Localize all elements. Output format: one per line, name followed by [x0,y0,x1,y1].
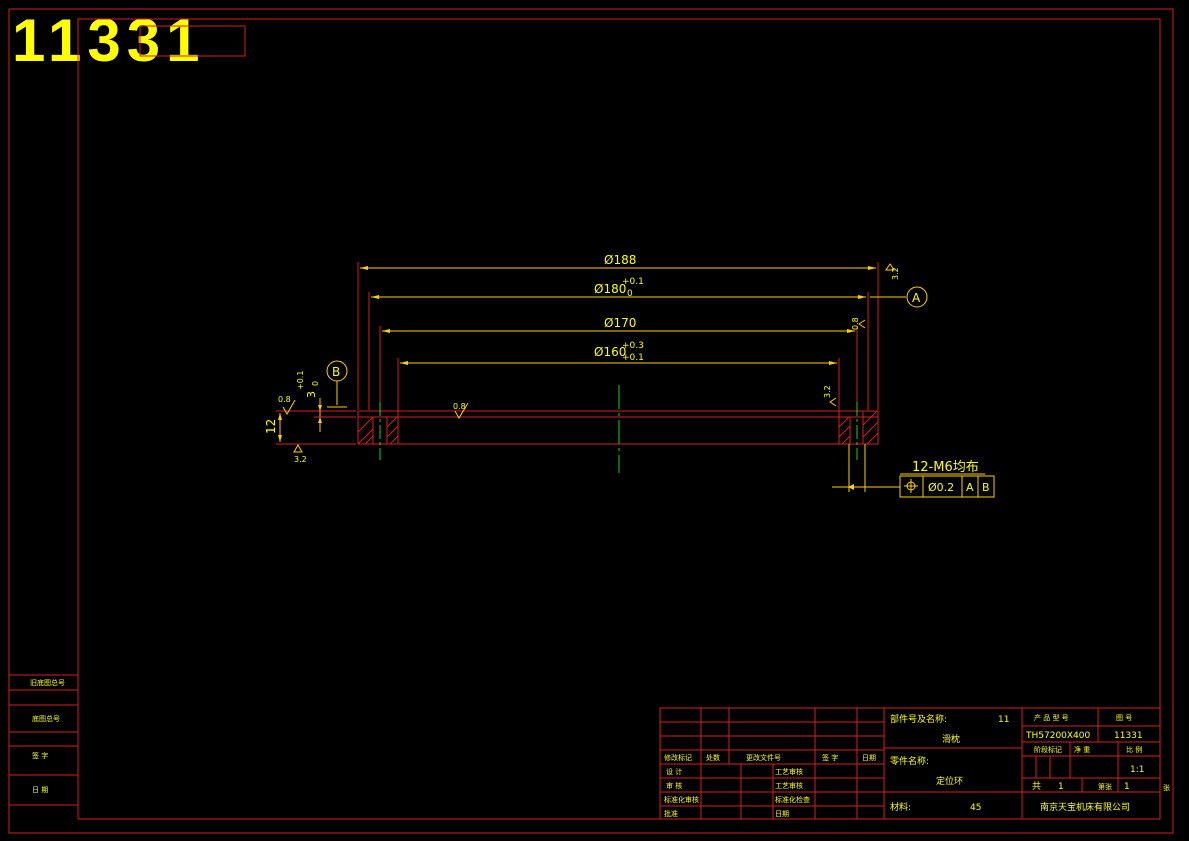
code-box [139,25,246,57]
roughness-right-32: 3.2 [823,385,832,398]
role-check: 审 核 [666,781,682,790]
roughness-bottom: 3.2 [294,455,307,464]
dim-188: Ø188 [604,253,636,267]
product-model-label: 产 品 型 号 [1034,713,1069,722]
dim-160-tol-upper: +0.3 [622,341,644,351]
tolerance-datum-1: A [966,481,974,494]
roughness-left: 0.8 [278,395,291,404]
tolerance-datum-2: B [982,481,990,494]
scale-value: 1:1 [1130,765,1144,775]
dim-180-tol-lower: 0 [627,289,633,299]
company-name: 南京天宝机床有限公司 [1040,801,1130,813]
svg-text:A: A [912,291,921,305]
dim-160: Ø160 [594,345,626,359]
tail-mark: 张 [1163,783,1170,792]
tolerance-value: Ø0.2 [928,481,954,494]
roughness-top: 3.2 [891,267,900,280]
role-std: 标准化审核 [664,795,699,804]
material-label: 材料: [890,801,911,813]
svg-text:B: B [332,365,340,379]
drawing-code-watermark: 11331 [12,7,206,74]
total-sheets-label: 共 [1032,781,1041,792]
material-value: 45 [970,803,981,813]
dim-180-tol-upper: +0.1 [622,277,644,287]
inner-frame [77,18,1161,820]
position-icon [904,479,918,493]
part-no-value: 11 [998,715,1009,725]
rev-docno-header: 更改文件号 [746,753,781,762]
datum-a: A [870,286,928,308]
strip-sign: 签 字 [32,751,48,760]
rev-mark-header: 修改标记 [664,753,692,762]
dim-160-tol-lower: +0.1 [622,353,644,363]
total-sheets-value: 1 [1058,782,1064,792]
role-proc2: 工艺审核 [775,781,803,790]
part-name-value: 定位环 [936,775,963,787]
thread-note: 12-M6均布 [912,460,979,475]
role-std2: 标准化检查 [775,795,810,804]
sheet-no-label: 第张 [1098,782,1112,791]
sheet-no-value: 1 [1124,782,1130,792]
part-name-label: 零件名称: [890,755,929,767]
thread-callout: 12-M6均布 Ø0.2 A B [832,444,995,498]
rev-date-header: 日期 [862,754,876,762]
rev-sign-header: 签 字 [822,753,838,762]
role-date: 日期 [775,810,789,818]
part-section [357,385,879,473]
dimension-lines: Ø188 Ø180 +0.1 0 Ø170 Ø160 +0.3 +0.1 12 [264,253,900,464]
product-model-value: TH57200X400 [1025,731,1091,741]
datum-b: B [326,360,348,408]
stage-mark-label: 阶段标记 [1034,745,1062,754]
dim-height: 12 [264,419,278,434]
role-design: 设 计 [666,767,682,776]
strip-drawing-no: 底图总号 [32,714,60,723]
roughness-center: 0.8 [453,402,466,411]
dim-170: Ø170 [604,316,636,330]
scale-label: 比 例 [1126,745,1142,754]
strip-old-drawing-no: 旧底图总号 [30,678,65,687]
role-approve: 批准 [664,809,678,818]
dim-step-tol-lower: 0 [311,381,320,386]
dim-180: Ø180 [594,282,626,296]
dim-step: 3 [305,391,318,398]
drawing-no-label: 图 号 [1116,714,1132,722]
drawing-no-value: 11331 [1114,731,1143,741]
roughness-right-08: 0.8 [851,317,860,330]
part-no-label: 部件号及名称: [890,713,947,725]
title-block: 修改标记 处数 更改文件号 签 字 日期 设 计 审 核 标准化审核 批准 工艺… [659,707,1170,820]
dim-step-tol-upper: +0.1 [296,371,305,390]
part-group-name: 滑枕 [942,733,960,745]
rev-count-header: 处数 [706,753,720,762]
strip-date: 日 期 [32,786,48,794]
left-strip: 旧底图总号 底图总号 签 字 日 期 [9,674,78,806]
weight-label: 净 重 [1074,745,1090,754]
outer-frame [8,8,1174,834]
role-proc1: 工艺审核 [775,767,803,776]
